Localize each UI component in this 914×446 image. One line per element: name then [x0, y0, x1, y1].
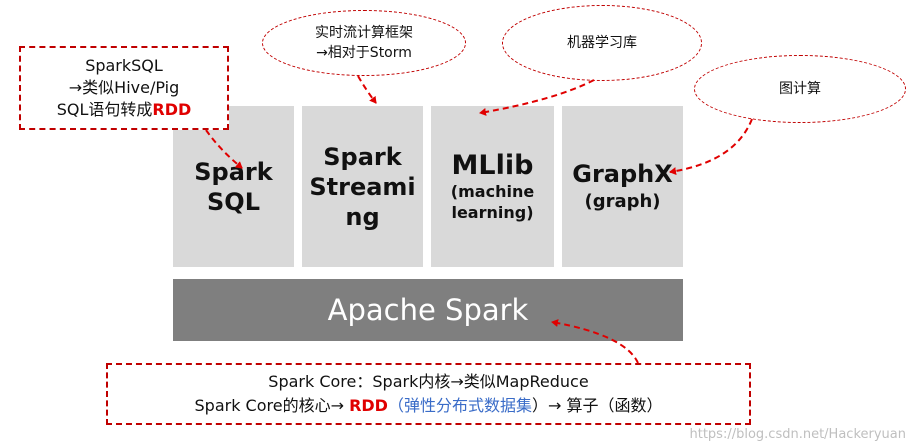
spark-core-note-highlight: 弹性分布式数据集 — [403, 396, 532, 415]
sparksql-note-line1: SparkSQL — [85, 56, 163, 75]
sparksql-note-line2: →类似Hive/Pig — [68, 78, 180, 97]
streaming-note-line2: →相对于Storm — [316, 45, 412, 61]
spark-core-note: Spark Core：Spark内核→类似MapReduce Spark Cor… — [106, 363, 751, 425]
module-mllib-sub1: (machine — [450, 181, 535, 201]
spark-core-note-line2: Spark Core的核心→ RDD（弹性分布式数据集）→ 算子（函数） — [195, 394, 663, 418]
graphx-note: 图计算 — [694, 55, 906, 123]
module-spark-sql-line2: SQL — [207, 187, 260, 216]
arrow-core-note-to-core — [551, 319, 639, 364]
module-graphx-title: GraphX — [572, 159, 673, 188]
sparksql-note-rdd: RDD — [152, 100, 192, 119]
module-spark-sql-line1: Spark — [194, 157, 273, 186]
module-spark-sql: Spark SQL — [173, 106, 294, 267]
spark-core-note-line1: Spark Core：Spark内核→类似MapReduce — [268, 372, 589, 391]
module-spark-streaming-line2: Streami — [309, 172, 416, 201]
streaming-note-line1: 实时流计算框架 — [315, 25, 413, 41]
arrow-streaming-note-to-streaming — [357, 75, 377, 104]
streaming-note: 实时流计算框架 →相对于Storm — [262, 10, 466, 76]
module-spark-streaming: Spark Streami ng — [302, 106, 423, 267]
arrow-mllib-note-to-mllib — [479, 79, 595, 116]
spark-core-note-rdd: RDD — [349, 396, 388, 415]
module-mllib-sub2: learning) — [451, 202, 534, 222]
arrow-sql-note-to-sql — [205, 129, 243, 169]
module-mllib-title: MLlib — [451, 149, 534, 181]
module-graphx-sub1: (graph) — [584, 190, 661, 212]
module-mllib: MLlib (machine learning) — [431, 106, 554, 267]
graphx-note-text: 图计算 — [779, 81, 821, 97]
apache-spark-label: Apache Spark — [327, 293, 529, 327]
mllib-note-text: 机器学习库 — [567, 35, 637, 51]
module-spark-streaming-line3: ng — [345, 202, 380, 231]
module-graphx: GraphX (graph) — [562, 106, 683, 267]
sparksql-note: SparkSQL →类似Hive/Pig SQL语句转成RDD — [19, 46, 229, 130]
arrow-graphx-note-to-graphx — [669, 118, 753, 176]
spark-core-note-paren: （ — [387, 396, 404, 415]
module-spark-streaming-line1: Spark — [323, 142, 402, 171]
mllib-note: 机器学习库 — [502, 5, 702, 81]
sparksql-note-line3: SQL语句转成RDD — [57, 99, 192, 121]
spark-core-note-line2-pre: Spark Core的核心→ — [194, 396, 350, 415]
apache-spark-bar: Apache Spark — [173, 279, 683, 341]
sparksql-note-line3-text: SQL语句转成 — [56, 100, 153, 119]
watermark: https://blog.csdn.net/Hackeryuan — [689, 427, 907, 442]
spark-core-note-line2-post: ）→ 算子（函数） — [532, 396, 663, 415]
